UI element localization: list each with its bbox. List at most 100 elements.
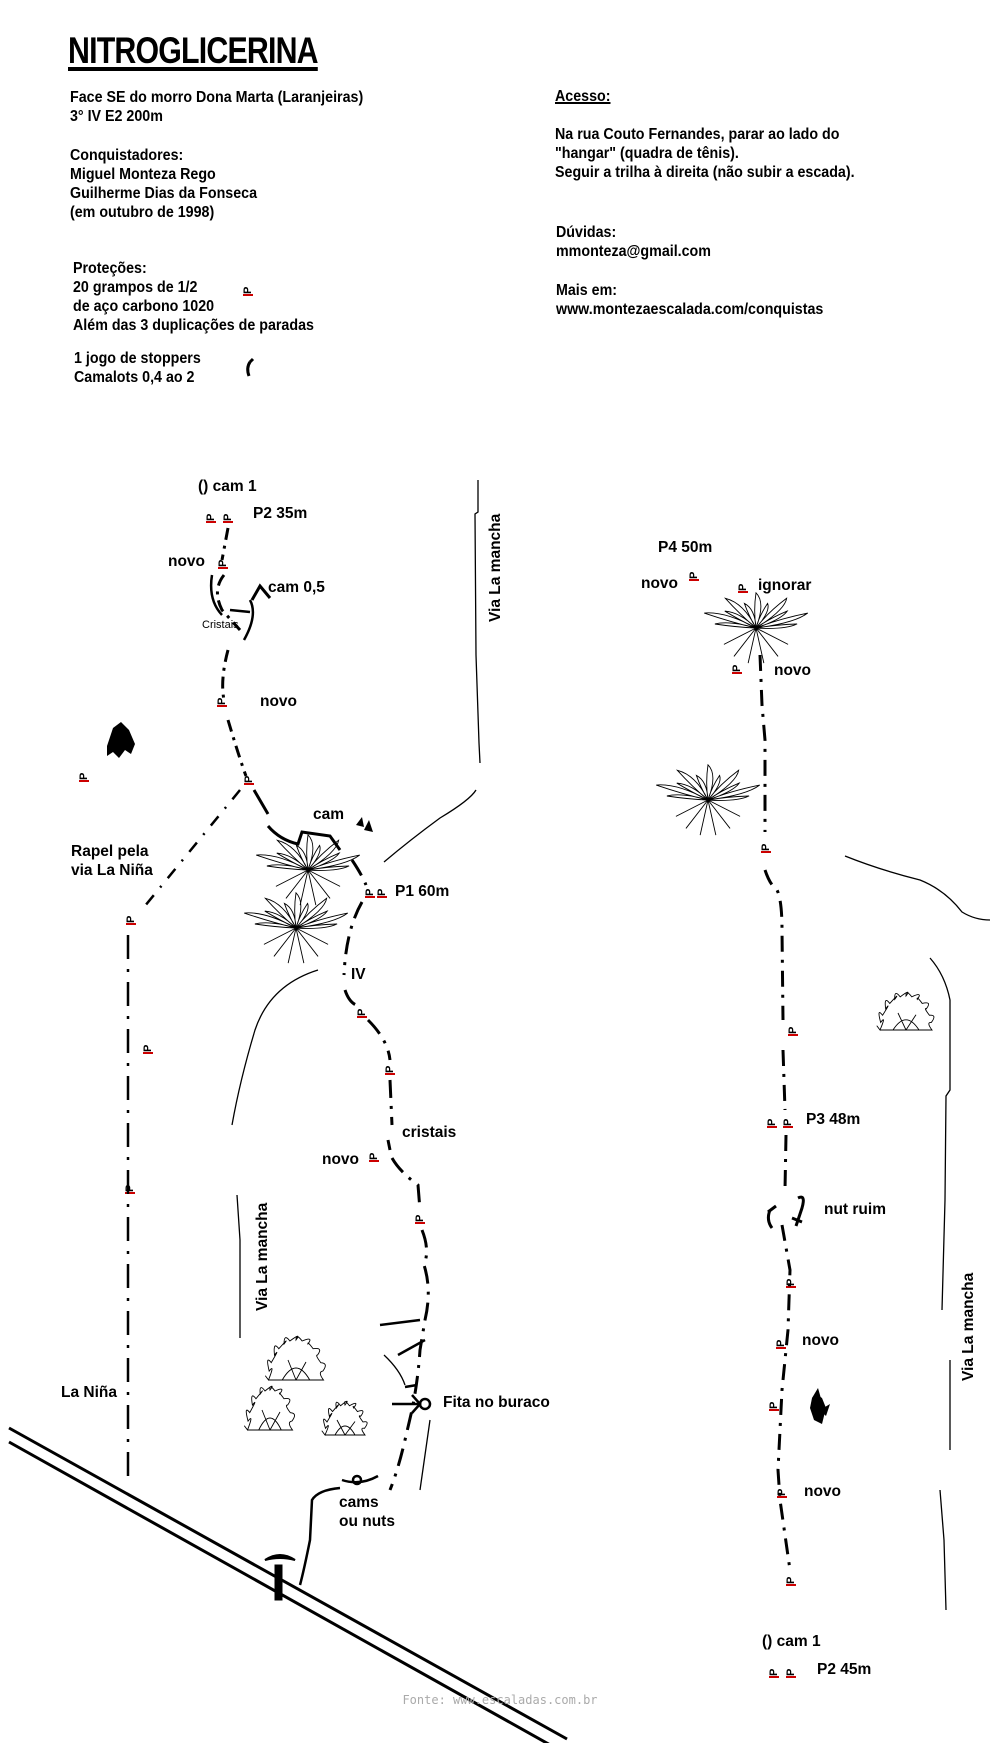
conquistador: Miguel Monteza Rego [70, 166, 216, 183]
bolt-icon: P [737, 584, 749, 593]
bolt-icon: P [766, 1119, 778, 1128]
label-cam: cam [313, 806, 344, 823]
route-line-left [209, 527, 430, 1586]
trail-lines [8, 1426, 568, 1743]
bolt-icon: P [243, 776, 255, 785]
stopper-icon [246, 357, 255, 377]
bush-icon [244, 1385, 295, 1431]
bolt-symbol: P [787, 1027, 799, 1034]
bolt-symbol: P [242, 287, 254, 294]
label-cams: cams [339, 1494, 379, 1511]
bolt-symbol: P [768, 1669, 780, 1676]
shrub-icon [107, 722, 135, 758]
bolt-icon: P [142, 1045, 154, 1054]
label-novo: novo [802, 1332, 839, 1349]
email-link[interactable]: mmonteza@gmail.com [556, 243, 711, 260]
label-rapel: via La Niña [71, 862, 153, 879]
cam-icon [356, 817, 373, 832]
bolt-symbol: P [368, 1153, 380, 1160]
label-novo: novo [322, 1151, 359, 1168]
bolt-symbol: P [414, 1215, 426, 1222]
bolt-icon: P [368, 1153, 380, 1162]
label-via-la-mancha: Via La mancha [487, 513, 504, 622]
label-rapel: Rapel pela [71, 843, 149, 860]
bolt-symbol: P [217, 560, 229, 567]
bolt-icon: P [216, 698, 228, 707]
cam-icon-bottom [351, 1474, 363, 1486]
bolt-icon: P [785, 1577, 797, 1586]
bolt-icon: P [768, 1402, 780, 1411]
label-nut-ruim: nut ruim [824, 1201, 886, 1218]
bolt-symbol: P [205, 514, 217, 521]
bolt-icon: P [356, 1009, 368, 1018]
label-novo: novo [641, 575, 678, 592]
bolt-symbol: P [384, 1066, 396, 1073]
bolt-symbol: P [768, 1402, 780, 1409]
label-novo: novo [774, 662, 811, 679]
label-p2-45m: P2 45m [817, 1661, 871, 1678]
acesso-line: Na rua Couto Fernandes, parar ao lado do [555, 126, 840, 143]
bolt-symbol: P [785, 1577, 797, 1584]
bolt-icon: P [384, 1066, 396, 1075]
conquistadores-label: Conquistadores: [70, 147, 184, 164]
bolt-symbol: P [216, 698, 228, 705]
label-p1-60m: P1 60m [395, 883, 449, 900]
label-via-la-mancha: Via La mancha [254, 1202, 271, 1311]
label-cristais: cristais [402, 1124, 456, 1141]
bolt-symbol: P [688, 572, 700, 579]
label-novo: novo [168, 553, 205, 570]
protecao-line: 20 grampos de 1/2 [73, 279, 198, 296]
bolt-icon: P [376, 889, 388, 898]
bolt-symbol: P [737, 584, 749, 591]
bush-icon [876, 991, 935, 1031]
bolt-symbol: P [356, 1009, 368, 1016]
bromeliad-icon [656, 763, 761, 836]
acesso-label: Acesso: [555, 88, 611, 105]
route-title: NITROGLICERINA [68, 30, 319, 71]
bromeliad-icon [704, 591, 809, 664]
label-cam-05: cam 0,5 [268, 579, 325, 596]
bolt-icon: P [222, 514, 234, 523]
label-via-la-mancha: Via La mancha [960, 1272, 977, 1381]
bolt-symbol: P [782, 1119, 794, 1126]
bolt-icon: P [205, 514, 217, 523]
bolt-icon: P [776, 1489, 788, 1498]
bolt-icon: P [782, 1119, 794, 1128]
bush-icon [265, 1335, 326, 1381]
nut-icon [766, 1195, 805, 1229]
location-text: Face SE do morro Dona Marta (Laranjeiras… [70, 89, 364, 106]
conquest-date: (em outubro de 1998) [70, 204, 215, 221]
bolt-icon: P [688, 572, 700, 581]
label-p3-48m: P3 48m [806, 1111, 860, 1128]
bolt-symbol: P [364, 889, 376, 896]
bolt-icon: P [124, 1185, 136, 1194]
bolt-icon: P [787, 1027, 799, 1036]
acesso-line: Seguir a trilha à direita (não subir a e… [555, 164, 855, 181]
gear-line: 1 jogo de stoppers [74, 350, 201, 367]
sling-icon [392, 1394, 432, 1414]
mais-em-label: Mais em: [556, 282, 618, 299]
bolt-icon: P [78, 773, 90, 782]
rock-outline [231, 480, 991, 1611]
label-cams: ou nuts [339, 1513, 395, 1530]
bolt-symbol: P [766, 1119, 778, 1126]
protecao-line: Além das 3 duplicações de paradas [73, 317, 314, 334]
protecao-line: de aço carbono 1020 [73, 298, 215, 315]
bolt-symbol: P [222, 514, 234, 521]
bolt-symbol: P [142, 1045, 154, 1052]
source-credit: Fonte: www.escaladas.com.br [402, 1693, 597, 1707]
route-line-right [758, 654, 792, 1571]
bolt-icon: P [768, 1669, 780, 1678]
bolt-icon: P [775, 1340, 787, 1349]
label-fita-no-buraco: Fita no buraco [443, 1394, 550, 1411]
label-ignorar: ignorar [758, 577, 811, 594]
website-link[interactable]: www.montezaescalada.com/conquistas [556, 301, 824, 318]
label-novo: novo [804, 1483, 841, 1500]
label-novo: novo [260, 693, 297, 710]
bolt-symbol: P [78, 773, 90, 780]
gear-line: Camalots 0,4 ao 2 [74, 369, 195, 386]
bolt-symbol: P [125, 916, 137, 923]
protecoes-label: Proteções: [73, 260, 147, 277]
